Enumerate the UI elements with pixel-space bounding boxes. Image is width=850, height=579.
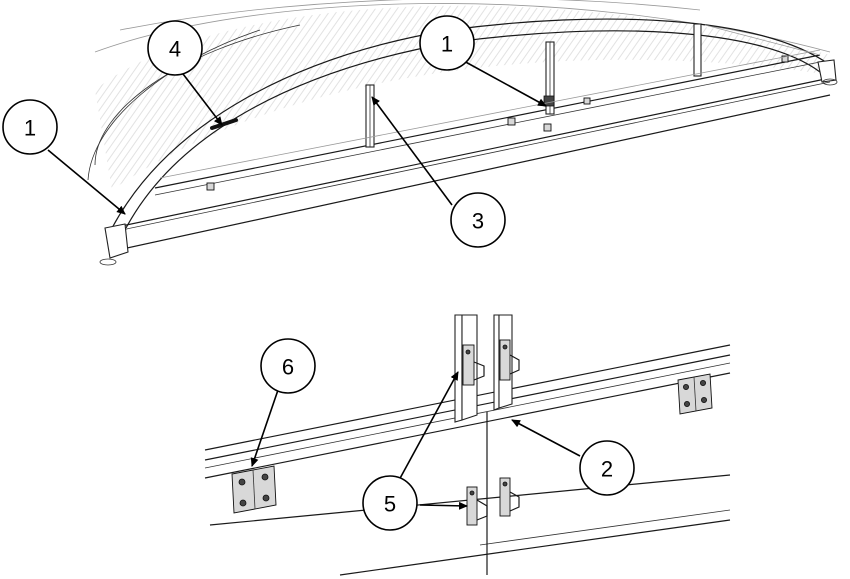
enclosure-overview (87, 0, 838, 266)
leader-1b (461, 59, 547, 107)
detail-view (204, 314, 731, 576)
leader-3 (371, 96, 453, 206)
lower-latch-right (499, 477, 520, 517)
leader-1a (47, 149, 126, 215)
callout-2: 2 (579, 440, 635, 496)
vertical-post (365, 84, 375, 148)
rail-bracket (206, 182, 215, 191)
leader-2 (511, 419, 581, 457)
door-frame-left (454, 314, 478, 423)
vertical-post (693, 23, 702, 77)
arch-handle (210, 118, 238, 130)
base-rail-front (111, 77, 831, 229)
callout-4: 4 (147, 20, 203, 76)
leader-5a (397, 371, 459, 483)
leader-5b (419, 501, 468, 510)
callout-1b: 1 (419, 15, 475, 71)
callout-label: 3 (472, 209, 484, 234)
callout-label: 6 (282, 355, 294, 380)
rail-bracket (583, 97, 591, 105)
lower-latch-left (466, 486, 488, 526)
rail-bracket (781, 55, 789, 63)
callout-label: 1 (24, 116, 36, 141)
upper-latch-left (462, 344, 485, 386)
callout-label: 4 (169, 37, 181, 62)
roof-panel-surface (95, 5, 830, 190)
end-cap-right (817, 59, 837, 83)
leader-6 (250, 389, 279, 467)
hinge-right (677, 373, 713, 415)
callout-6: 6 (260, 338, 316, 394)
leader-4 (179, 69, 223, 126)
hinge-left (231, 465, 277, 514)
base-rail-top (154, 54, 821, 189)
callout-1a: 1 (2, 99, 58, 155)
callout-label: 1 (441, 32, 453, 57)
callout-5: 5 (362, 475, 418, 531)
callout-label: 2 (601, 457, 613, 482)
arch-connector (543, 95, 555, 107)
callout-3: 3 (450, 192, 506, 248)
rail-bracket (543, 123, 552, 132)
leader-lines (47, 59, 581, 510)
end-cap-left (104, 223, 129, 259)
rail-bracket (507, 117, 516, 126)
upper-latch-right (499, 339, 520, 381)
callout-label: 5 (384, 492, 396, 517)
